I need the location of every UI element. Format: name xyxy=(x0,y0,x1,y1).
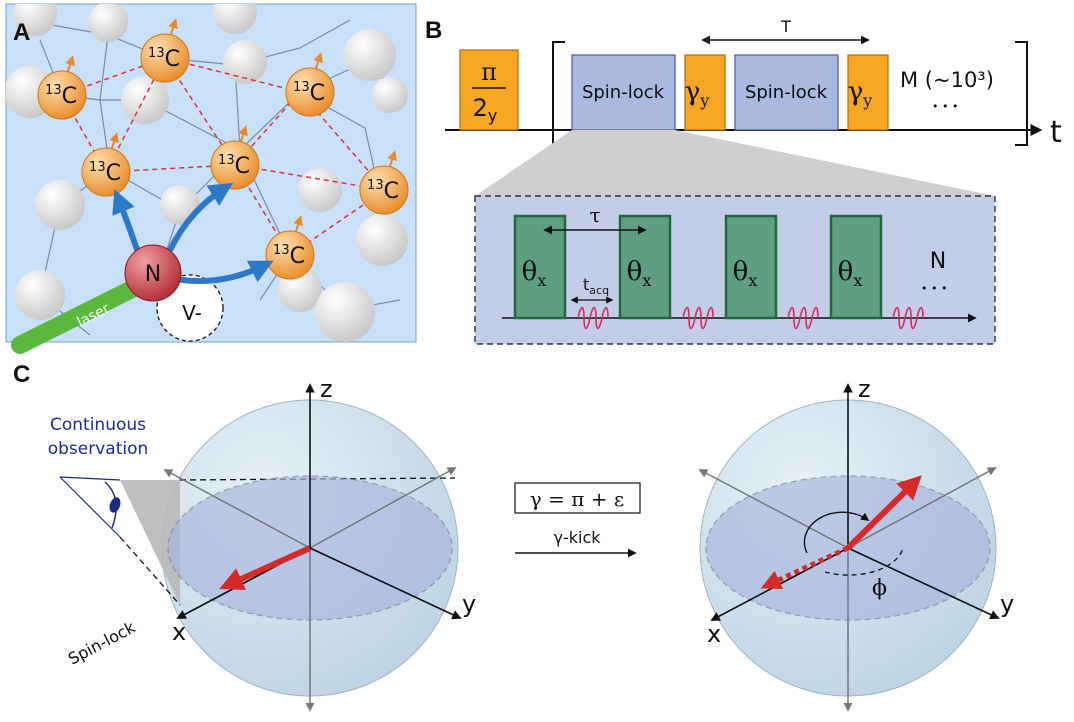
panel-b-letter: B xyxy=(425,17,442,44)
panel-a: 13C 13C 13C 13C 13C xyxy=(5,3,417,354)
y-label: y xyxy=(1000,590,1014,618)
bloch-sphere-left: z y x xyxy=(119,375,476,712)
repeat-label: M (~10³) xyxy=(900,68,994,92)
svg-text:Spin-lock: Spin-lock xyxy=(745,82,828,103)
spinlock-axis-label: Spin-lock xyxy=(65,617,139,668)
x-label: x xyxy=(707,620,721,648)
repeat-dots: • • • xyxy=(932,100,958,113)
acquisition-coil xyxy=(892,306,924,330)
panel-b: B t π 2y Spin-lock γy Spin-lock γy xyxy=(425,17,1062,345)
y-axis xyxy=(309,547,462,620)
vacancy-label: V- xyxy=(182,301,202,325)
svg-text:θx: θx xyxy=(733,257,758,290)
observation-label-line1: Continuous xyxy=(50,415,146,435)
pi-half-pulse: π 2y xyxy=(459,49,519,131)
phi-label: ϕ xyxy=(872,576,887,601)
observation-plane xyxy=(119,477,456,606)
phase-arc xyxy=(824,547,904,576)
time-axis-label: t xyxy=(1050,115,1062,150)
gamma-pulse: γy xyxy=(684,54,726,131)
acquisition-coil xyxy=(682,306,714,330)
eye-icon xyxy=(59,476,121,538)
gamma-kick: γ = π + ε γ-kick xyxy=(514,482,641,558)
repeat-bracket-close xyxy=(1015,41,1028,146)
nitrogen-label: N xyxy=(145,262,161,287)
tacq-label: tacq xyxy=(583,275,609,297)
n-dots: • • • xyxy=(921,282,947,295)
kick-formula: γ = π + ε xyxy=(530,487,624,511)
svg-text:γy: γy xyxy=(685,77,710,110)
tau-label: τ xyxy=(589,203,600,227)
carbon-atoms: 13C 13C 13C 13C 13C xyxy=(37,18,409,280)
kick-formula-box xyxy=(514,482,641,514)
y-axis xyxy=(847,547,1000,620)
svg-text:13C: 13C xyxy=(293,80,325,106)
rotation-arc xyxy=(803,511,870,554)
theta-pulse: θx xyxy=(513,214,567,320)
period-label: T xyxy=(780,17,791,36)
observation-label-line2: observation xyxy=(48,439,149,459)
panel-c-letter: C xyxy=(13,361,30,388)
acquisition-windows xyxy=(577,306,924,330)
theta-pulse: θx xyxy=(618,214,672,320)
svg-text:13C: 13C xyxy=(273,243,305,269)
spin-vector xyxy=(845,475,922,551)
svg-text:13C: 13C xyxy=(89,160,121,186)
carbon-13-atom: 13C xyxy=(210,125,260,190)
svg-text:13C: 13C xyxy=(218,153,250,179)
acquisition-coil xyxy=(787,306,819,330)
gamma-pulse: γy xyxy=(847,54,889,131)
panel-c: C z y x xyxy=(13,361,1014,712)
previous-spin-vector xyxy=(760,545,850,590)
bloch-sphere-right: z y x ϕ xyxy=(698,375,1014,712)
svg-text:π: π xyxy=(481,58,497,86)
carbon-13-atom: 13C xyxy=(140,18,190,83)
z-label: z xyxy=(858,375,871,403)
svg-text:13C: 13C xyxy=(45,83,77,109)
acquisition-coil xyxy=(577,306,609,330)
n-label: N xyxy=(930,249,946,274)
lattice-atoms xyxy=(6,4,408,342)
y-label: y xyxy=(462,590,476,618)
svg-text:Spin-lock: Spin-lock xyxy=(582,82,665,103)
nitrogen-atom: N xyxy=(124,244,182,302)
spinlock-block: Spin-lock xyxy=(571,54,676,131)
z-label: z xyxy=(320,375,333,403)
zoom-connector xyxy=(475,130,995,196)
observation-wedge xyxy=(120,480,180,605)
carbon-13-atom: 13C xyxy=(81,132,131,197)
svg-text:γy: γy xyxy=(848,77,873,110)
carbon-13-atom: 13C xyxy=(265,215,315,280)
spinlock-block: Spin-lock xyxy=(734,54,839,131)
kick-label: γ-kick xyxy=(553,528,601,547)
svg-text:θx: θx xyxy=(627,257,652,290)
carbon-13-atom: 13C xyxy=(285,52,335,117)
x-label: x xyxy=(172,618,186,646)
theta-pulse: θx xyxy=(724,214,778,320)
spin-vector xyxy=(219,545,312,591)
svg-text:13C: 13C xyxy=(367,178,399,204)
svg-text:2y: 2y xyxy=(473,94,498,125)
svg-text:13C: 13C xyxy=(148,46,180,72)
svg-text:θx: θx xyxy=(838,257,863,290)
carbon-13-atom: 13C xyxy=(37,55,87,120)
carbon-13-atom: 13C xyxy=(359,150,409,215)
svg-text:θx: θx xyxy=(522,257,547,290)
panel-a-letter: A xyxy=(13,19,30,46)
theta-pulse: θx xyxy=(829,214,883,320)
